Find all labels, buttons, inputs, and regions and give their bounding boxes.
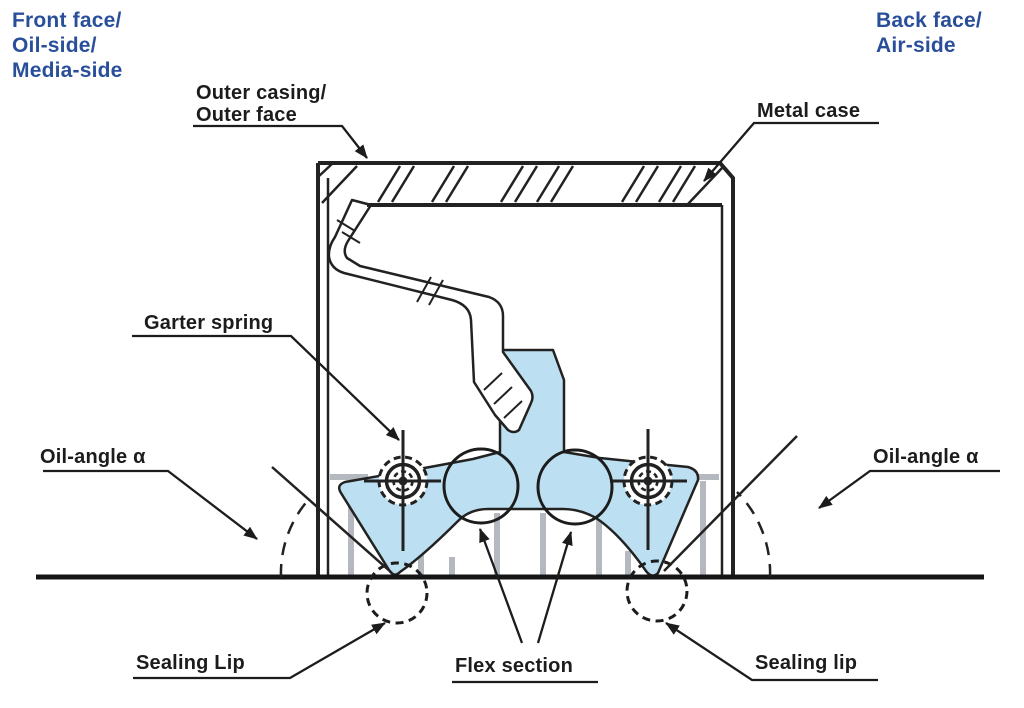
casing-hatching [321,165,723,205]
label-front-face: Front face/ Oil-side/ Media-side [12,8,123,83]
label-oil-angle-right: Oil-angle α [873,446,979,468]
sealing-lip-circle-left [365,561,429,625]
label-back-face: Back face/ Air-side [876,8,982,58]
leader-lines [43,121,1000,684]
label-line: Front face/ [12,9,122,32]
label-sealing-lip-right: Sealing lip [755,652,858,674]
label-outer-casing: Outer casing/ Outer face [196,82,326,126]
metal-case-insert [327,198,534,434]
leader-flex-section-right [536,531,573,644]
label-garter-spring: Garter spring [144,312,274,334]
leader-metal-case [703,121,879,182]
label-flex-section: Flex section [455,655,573,677]
leader-sealing-lip-left [133,622,386,680]
garter-spring-left [364,430,441,551]
leader-garter-spring [132,334,400,441]
label-line: Outer casing/ [196,82,327,104]
label-line: Air-side [876,34,956,57]
leader-oil-angle-left [43,469,258,540]
leader-sealing-lip-right [665,622,878,682]
garter-spring-right [610,429,687,550]
label-line: Oil-side/ [12,34,97,57]
flex-section-circle-right [536,448,614,526]
metal-case-hatching [336,219,523,419]
label-oil-angle-left: Oil-angle α [40,446,146,468]
label-metal-case: Metal case [757,100,861,122]
label-sealing-lip-left: Sealing Lip [136,652,245,674]
leader-flex-section-left [478,528,524,644]
oil-angle-right-marking [663,435,798,578]
label-line: Media-side [12,59,123,82]
sealing-lip-circle-right [625,559,689,623]
leader-outer-casing [193,124,368,159]
oil-angle-left-marking [271,466,393,578]
label-line: Back face/ [876,9,982,32]
flex-section-circle-left [442,447,520,525]
label-line: Outer face [196,104,297,126]
leader-oil-angle-right [818,469,1000,509]
